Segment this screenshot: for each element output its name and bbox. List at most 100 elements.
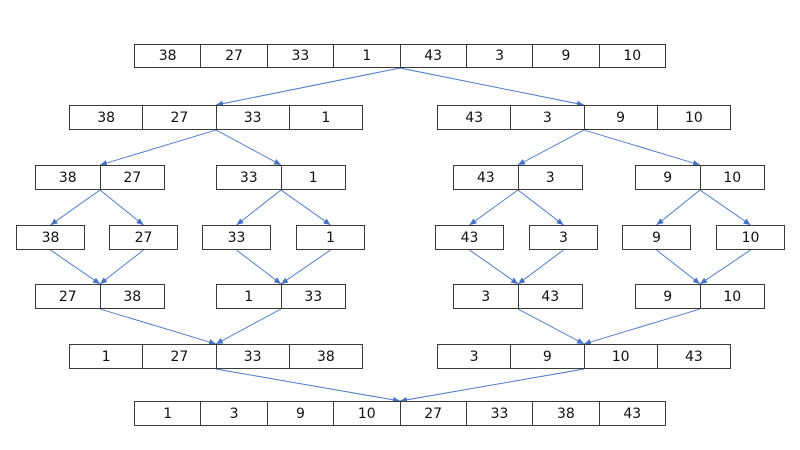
arrow-line bbox=[469, 249, 519, 285]
array-cell: 9 bbox=[583, 106, 657, 129]
arrow-line bbox=[50, 189, 101, 226]
array-cell: 38 bbox=[97, 109, 116, 126]
array-cell: 43 bbox=[598, 402, 665, 425]
array-cell: 3 bbox=[465, 45, 532, 67]
array-cell: 9 bbox=[510, 345, 583, 368]
array-box: 9 10 bbox=[635, 284, 765, 309]
array-box: 27 bbox=[109, 225, 178, 250]
array-cell: 43 bbox=[476, 169, 495, 186]
arrow-line bbox=[280, 249, 331, 285]
array-cell: 9 bbox=[266, 402, 333, 425]
array-cell: 43 bbox=[460, 229, 479, 246]
arrow-line bbox=[517, 249, 564, 285]
arrow-line bbox=[699, 189, 751, 226]
array-cell: 33 bbox=[215, 345, 289, 368]
arrow-line bbox=[469, 189, 519, 226]
array-cell: 27 bbox=[99, 166, 165, 189]
array-cell: 10 bbox=[741, 229, 760, 246]
array-cell: 27 bbox=[142, 106, 215, 129]
array-box: 43 3 bbox=[453, 165, 583, 190]
array-cell: 27 bbox=[200, 45, 266, 67]
array-cell: 27 bbox=[134, 229, 153, 246]
arrow-line bbox=[517, 189, 564, 226]
array-cell: 43 bbox=[656, 345, 730, 368]
array-cell: 3 bbox=[559, 229, 568, 246]
array-box: 10 bbox=[716, 225, 785, 250]
arrow-line bbox=[699, 249, 751, 285]
arrow-line bbox=[99, 249, 144, 285]
array-cell: 27 bbox=[399, 402, 466, 425]
array-cell: 9 bbox=[663, 288, 673, 305]
arrow-line bbox=[583, 308, 701, 345]
array-cell: 33 bbox=[465, 402, 532, 425]
arrow-line bbox=[399, 368, 585, 403]
array-box: 33 bbox=[202, 225, 271, 250]
array-cell: 3 bbox=[510, 106, 583, 129]
arrow-line bbox=[215, 368, 401, 403]
array-cell: 27 bbox=[58, 288, 77, 305]
arrow-line bbox=[517, 308, 585, 345]
arrow-line bbox=[215, 67, 401, 107]
arrow-line bbox=[215, 308, 282, 345]
array-cell: 27 bbox=[142, 345, 215, 368]
array-cell: 38 bbox=[158, 48, 177, 64]
arrow-line bbox=[99, 308, 217, 345]
arrow-line bbox=[656, 249, 701, 285]
arrow-line bbox=[399, 67, 585, 107]
array-cell: 10 bbox=[699, 285, 765, 308]
array-cell: 10 bbox=[333, 402, 399, 425]
array-cell: 33 bbox=[239, 169, 258, 186]
array-cell: 9 bbox=[652, 229, 661, 246]
array-cell: 43 bbox=[465, 109, 484, 126]
array-cell: 1 bbox=[288, 106, 362, 129]
array-box: 9 10 bbox=[635, 165, 765, 190]
array-cell: 3 bbox=[517, 166, 583, 189]
array-cell: 1 bbox=[244, 288, 254, 305]
arrow-line bbox=[236, 249, 282, 285]
array-cell: 33 bbox=[227, 229, 246, 246]
array-cell: 3 bbox=[200, 402, 266, 425]
array-cell: 1 bbox=[280, 166, 346, 189]
array-cell: 33 bbox=[266, 45, 333, 67]
array-box: 1 bbox=[296, 225, 365, 250]
array-box: 3 43 bbox=[453, 284, 583, 309]
array-cell: 1 bbox=[163, 405, 173, 422]
array-cell: 10 bbox=[598, 45, 665, 67]
arrow-line bbox=[583, 129, 701, 166]
array-cell: 38 bbox=[41, 229, 60, 246]
arrow-line bbox=[99, 129, 217, 166]
array-cell: 38 bbox=[58, 169, 77, 186]
array-cell: 38 bbox=[288, 345, 362, 368]
arrow-line bbox=[99, 189, 144, 226]
array-box: 9 bbox=[622, 225, 691, 250]
array-box: 33 1 bbox=[216, 165, 346, 190]
arrow-line bbox=[50, 249, 101, 285]
arrow-line bbox=[236, 189, 282, 226]
array-cell: 43 bbox=[517, 285, 583, 308]
arrow-line bbox=[215, 129, 282, 166]
arrow-line bbox=[656, 189, 701, 226]
array-cell: 10 bbox=[699, 166, 765, 189]
arrow-line bbox=[280, 189, 331, 226]
array-cell: 43 bbox=[399, 45, 466, 67]
array-box: 38 27 bbox=[35, 165, 165, 190]
array-cell: 3 bbox=[469, 348, 479, 365]
array-cell: 1 bbox=[326, 229, 335, 246]
array-box: 38 bbox=[16, 225, 85, 250]
array-cell: 38 bbox=[532, 402, 598, 425]
array-cell: 3 bbox=[481, 288, 491, 305]
array-cell: 9 bbox=[663, 169, 673, 186]
array-cell: 10 bbox=[583, 345, 657, 368]
array-cell: 10 bbox=[656, 106, 730, 129]
array-cell: 33 bbox=[215, 106, 289, 129]
